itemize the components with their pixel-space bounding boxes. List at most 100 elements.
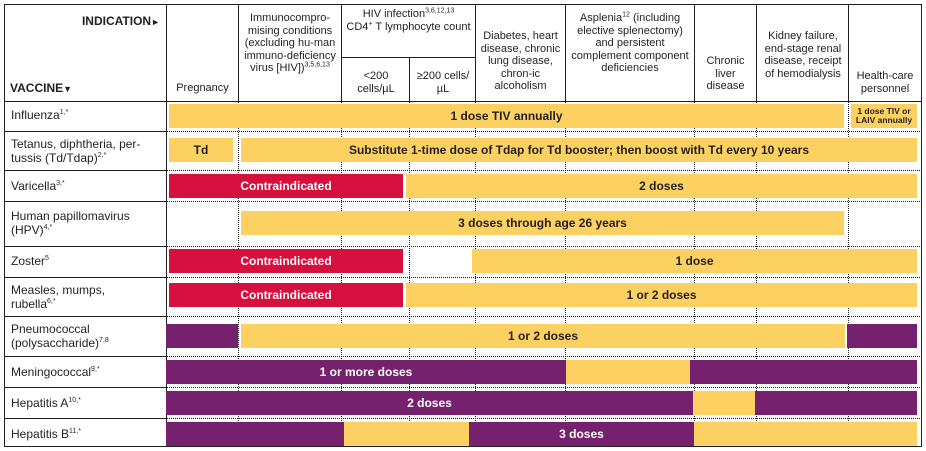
grid-line (848, 101, 849, 447)
vaccine-name: Human papillomavirus (HPV) (11, 209, 130, 237)
bar-hepa-risk-right (755, 391, 917, 415)
vaccine-name: Influenza (11, 108, 60, 122)
grid-line (166, 387, 922, 388)
grid-line (166, 170, 922, 171)
col-divider (341, 4, 342, 101)
col-divider (565, 4, 566, 101)
vaccine-name: Tetanus, diphtheria, per-tussis (Td/Tdap… (11, 137, 141, 165)
col-header-hiv: HIV infection3,6,12,13 CD4+ T lymphocyte… (342, 7, 475, 33)
bar-hepb-doses: 3 doses (469, 422, 694, 446)
row-divider (4, 201, 166, 202)
vaccine-varicella: Varicella3,* (4, 179, 166, 193)
vaccine-name: Pneumococcal (polysaccharide) (11, 322, 100, 350)
vaccine-name: Varicella (11, 179, 57, 193)
vaccine-name: Hepatitis B (11, 427, 70, 441)
grid-line (166, 418, 922, 419)
col-divider (166, 4, 167, 447)
col-header-liver: Chronic liver disease (706, 55, 745, 92)
grid-line (166, 316, 922, 317)
bar-hepa-risk: 2 doses (166, 391, 693, 415)
hiv-footnote: 3,6,12,13 (425, 7, 455, 15)
bar-pneumo-doses: 1 or 2 doses (241, 324, 845, 348)
cd4-text: CD4 (346, 20, 369, 33)
footnote: 2,* (97, 152, 107, 159)
vaccine-hpv: Human papillomavirus (HPV)4,* (4, 209, 144, 237)
grid-line (694, 101, 695, 447)
row-divider (4, 131, 166, 132)
bar-mmr-contraindicated: Contraindicated (169, 283, 403, 307)
immuno-text: Immunocompro-mising conditions (excludin… (244, 12, 336, 74)
footnote: 11,* (69, 428, 81, 435)
vaccine-name: Meningococcal (11, 365, 92, 379)
bar-mmr-doses: 1 or 2 doses (406, 283, 917, 307)
vaccine-name: Measles, mumps, rubella (11, 283, 106, 311)
col-header-hcp: Health-care personnel (856, 70, 914, 95)
asplenia-footnote: 12 (622, 11, 630, 19)
bar-td: Td (169, 138, 233, 162)
col-divider (475, 4, 476, 101)
grid-line (166, 131, 922, 132)
vaccine-td-tdap: Tetanus, diphtheria, per-tussis (Td/Tdap… (4, 137, 166, 165)
col-header-hiv-ge200: ≥200 cells/µL (416, 70, 470, 95)
bar-zoster-contraindicated: Contraindicated (169, 249, 403, 273)
col-divider (756, 4, 757, 101)
bar-hepb-recommended-right (694, 422, 917, 446)
col-header-asplenia: Asplenia12 (including elective splenecto… (567, 11, 693, 75)
down-arrow-icon: ▼ (63, 84, 73, 94)
bar-zoster-dose: 1 dose (472, 249, 917, 273)
grid-line (166, 201, 922, 202)
footnote: 3,* (56, 180, 65, 187)
col-divider (409, 57, 410, 101)
vaccine-text: VACCINE (10, 81, 64, 95)
bar-hepb-risk (166, 422, 344, 446)
right-arrow-icon: ► (151, 17, 160, 27)
immuno-footnote: 3,5,6,13 (304, 61, 330, 69)
indication-text: INDICATION (81, 14, 152, 28)
footnote: 6,* (47, 298, 56, 305)
bar-varicella-doses: 2 doses (406, 174, 917, 198)
bar-mening-risk: 1 or more doses (166, 360, 566, 384)
col-header-hiv-lt200: <200 cells/µL (357, 70, 395, 95)
bar-pneumo-risk-hcp (847, 324, 917, 348)
hiv-subheader-line (341, 57, 475, 58)
row-divider (4, 316, 166, 317)
row-divider (4, 387, 166, 388)
footnote: 7,8 (99, 337, 109, 344)
row-divider (4, 356, 166, 357)
col-header-immunocompromising: Immunocompro-mising conditions (excludin… (240, 12, 340, 75)
bar-hpv: 3 doses through age 26 years (241, 211, 844, 235)
col-divider (848, 4, 849, 101)
footnote: 5 (45, 255, 49, 262)
row-divider (4, 277, 166, 278)
bar-varicella-contraindicated: Contraindicated (169, 174, 403, 198)
col-header-pregnancy: Pregnancy (176, 82, 229, 94)
vaccine-influenza: Influenza1,* (4, 108, 166, 122)
indication-label: INDICATION► (40, 14, 160, 28)
grid-line (166, 246, 922, 247)
footnote: 4,* (43, 224, 53, 231)
hiv-text: HIV infection (362, 8, 426, 20)
row-divider (4, 246, 166, 247)
bar-tdap: Substitute 1-time dose of Tdap for Td bo… (241, 138, 917, 162)
bar-pneumo-risk (166, 324, 238, 348)
col-divider (238, 4, 239, 101)
footnote: 1,* (59, 109, 69, 116)
col-header-diabetes: Diabetes, heart disease, chronic lung di… (480, 30, 561, 92)
grid-line (166, 356, 922, 357)
vaccine-hepatitis-b: Hepatitis B11,* (4, 427, 166, 441)
asplenia-text: Asplenia (579, 12, 623, 24)
grid-line (565, 101, 566, 447)
grid-line (238, 101, 239, 447)
footnote: 9,* (91, 366, 100, 373)
vaccine-name: Zoster (11, 254, 46, 268)
header-bottom-line (4, 101, 922, 102)
vaccine-mmr: Measles, mumps, rubella6,* (4, 283, 116, 311)
vaccine-zoster: Zoster5 (4, 254, 166, 268)
asplenia-rest: (including elective splenectomy) and per… (571, 12, 689, 74)
footnote: 10,* (68, 397, 81, 404)
bar-hepa-liver (693, 391, 755, 415)
vaccine-hepatitis-a: Hepatitis A10,* (4, 396, 166, 410)
grid-line (475, 101, 476, 447)
bar-mening-risk-right (690, 360, 917, 384)
vaccine-label: VACCINE▼ (10, 81, 72, 95)
